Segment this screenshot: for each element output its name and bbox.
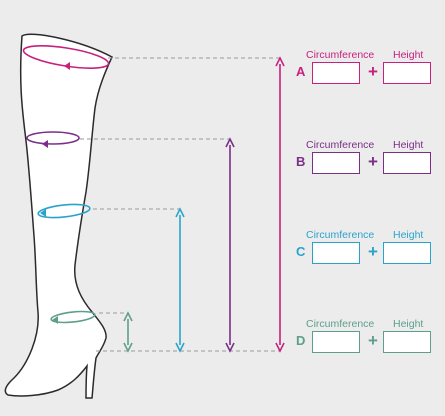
circumference-field-b[interactable] [312, 152, 360, 174]
height-label: Height [393, 139, 424, 151]
height-field-b[interactable] [383, 152, 431, 174]
row-letter: D [296, 333, 306, 348]
guide-lines [80, 57, 280, 352]
row-letter: C [296, 244, 306, 259]
height-label: Height [393, 49, 424, 61]
circumference-field-c[interactable] [312, 242, 360, 264]
height-field-c[interactable] [383, 242, 431, 264]
plus-sign: + [368, 242, 378, 261]
circumference-ring-b [26, 131, 80, 145]
circumference-label: Circumference [306, 49, 375, 61]
height-arrowhead-bottom-c [175, 342, 185, 353]
circumference-arrow-a [64, 62, 70, 70]
measurement-row-c: Circumference Height C + [296, 229, 441, 289]
boot-outline [4, 33, 113, 399]
circumference-ring-c [37, 203, 91, 219]
height-field-a[interactable] [383, 62, 431, 84]
height-arrowhead-bottom-d [123, 342, 133, 353]
height-arrowhead-bottom-b [225, 342, 235, 353]
height-arrowhead-top-d [123, 311, 133, 322]
height-label: Height [393, 229, 424, 241]
height-label: Height [393, 318, 424, 330]
circumference-label: Circumference [306, 318, 375, 330]
circumference-field-a[interactable] [312, 62, 360, 84]
height-arrowhead-bottom-a [275, 342, 285, 353]
circumference-arrow-d [52, 316, 58, 324]
plus-sign: + [368, 331, 378, 350]
height-arrowhead-top-a [275, 56, 285, 67]
row-letter: B [296, 154, 306, 169]
row-letter: A [296, 64, 306, 79]
measurement-row-d: Circumference Height D + [296, 318, 441, 378]
measurement-row-b: Circumference Height B + [296, 139, 441, 199]
height-field-d[interactable] [383, 331, 431, 353]
measurement-row-a: Circumference Height A + [296, 49, 441, 109]
height-arrowhead-top-c [175, 207, 185, 218]
plus-sign: + [368, 62, 378, 81]
height-arrowhead-top-b [225, 137, 235, 148]
circumference-arrow-c [40, 209, 46, 217]
circumference-label: Circumference [306, 229, 375, 241]
circumference-arrow-b [42, 140, 48, 148]
circumference-ring-d [50, 310, 96, 324]
circumference-field-d[interactable] [312, 331, 360, 353]
circumference-label: Circumference [306, 139, 375, 151]
plus-sign: + [368, 152, 378, 171]
